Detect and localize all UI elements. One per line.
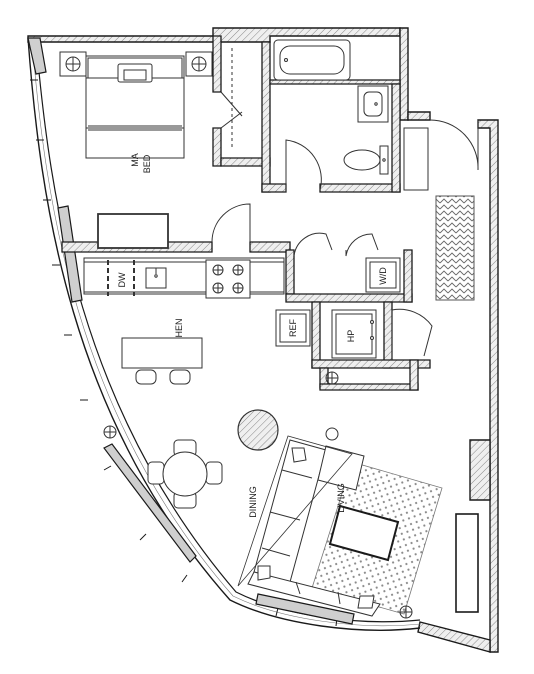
- room-label-master-bedroom-2: BED: [142, 154, 152, 173]
- kitchen-island: [121, 337, 203, 385]
- kitchen-sink: [145, 267, 167, 289]
- label-water-heater: HP: [346, 330, 356, 343]
- media-console: [455, 513, 479, 613]
- label-dishwasher: DW: [117, 272, 127, 287]
- entry-rug: [435, 195, 475, 301]
- laundry: [293, 232, 401, 293]
- room-label-dining: DINING: [248, 486, 258, 518]
- nightstand-left: [59, 51, 87, 77]
- window-panels: [27, 37, 355, 625]
- kitchen-counter: [83, 257, 285, 296]
- living-room: [237, 427, 443, 617]
- dining-table: [147, 439, 223, 509]
- bathroom: [273, 39, 389, 192]
- bed: [85, 55, 185, 159]
- column-marker-2: [325, 371, 339, 385]
- column-markers: [103, 371, 413, 619]
- round-planter: [237, 409, 279, 451]
- dresser: [97, 213, 169, 249]
- master-bedroom: [59, 51, 251, 249]
- closet: [220, 48, 243, 150]
- rug-edge: [237, 435, 353, 587]
- column-marker-3: [399, 605, 413, 619]
- room-label-master-bedroom: MA: [130, 153, 140, 167]
- front-door: [429, 119, 479, 171]
- toilet: [343, 145, 389, 175]
- utility-closet: [331, 308, 433, 360]
- label-refrigerator: REF: [288, 318, 298, 337]
- interior-walls: [61, 35, 431, 391]
- nightstand-right: [185, 51, 213, 77]
- cooktop: [205, 259, 251, 299]
- accent-chair: [317, 427, 365, 491]
- refrigerator: [275, 309, 311, 347]
- column-marker-1: [103, 425, 117, 439]
- entry: [403, 119, 479, 191]
- room-label-kitchen: HEN: [174, 318, 184, 337]
- room-label-living: LIVING: [336, 483, 346, 513]
- bedroom-door: [211, 203, 251, 243]
- bathroom-door: [285, 139, 322, 192]
- label-washer-dryer: W/D: [378, 267, 388, 285]
- coffee-table: [328, 504, 400, 562]
